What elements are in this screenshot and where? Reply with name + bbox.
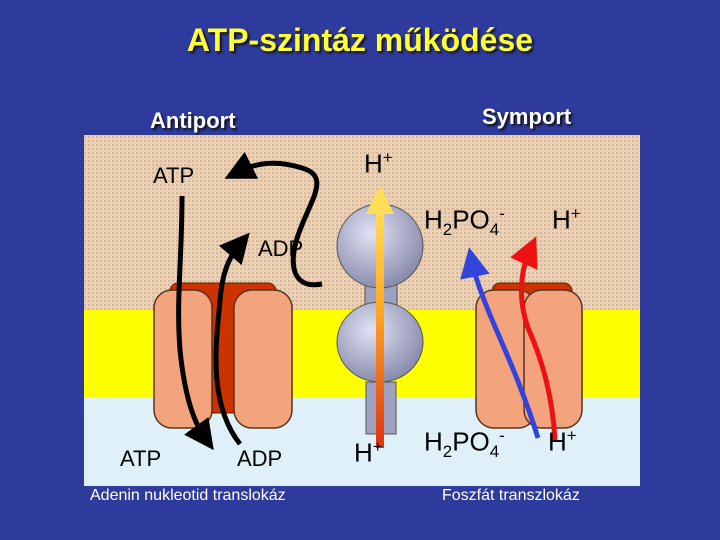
phosphate-translocase — [475, 282, 583, 429]
label-phosphate-top: H2PO4- — [424, 204, 505, 239]
label-proton-bottom: H+ — [354, 437, 383, 468]
proton-flow-arrow — [366, 186, 394, 448]
label-atp-bottom: ATP — [120, 446, 162, 471]
page-title: ATP-szintáz működése — [186, 22, 534, 58]
phosphate-import-arrow — [460, 247, 541, 439]
symport-heading: Symport — [482, 104, 572, 129]
proton-symport-arrow — [510, 236, 558, 441]
label-symport-proton-bottom: H+ — [548, 426, 577, 457]
label-adp-bottom: ADP — [237, 446, 283, 471]
caption-phosphate-translocase: Foszfát transzlokáz — [442, 487, 580, 504]
label-adp-middle: ADP — [258, 236, 304, 261]
label-symport-proton-top: H+ — [552, 204, 581, 235]
antiport-heading: Antiport — [150, 108, 236, 133]
adp-import-arrow — [213, 232, 250, 446]
atp-export-arrow — [176, 195, 214, 451]
proton-atp-arrow — [224, 151, 323, 288]
label-proton-top: H+ — [364, 148, 393, 179]
label-atp-top: ATP — [153, 163, 195, 188]
label-phosphate-bottom: H2PO4- — [424, 426, 505, 461]
caption-adenine-translocase: Adenin nukleotid translokáz — [90, 487, 286, 504]
